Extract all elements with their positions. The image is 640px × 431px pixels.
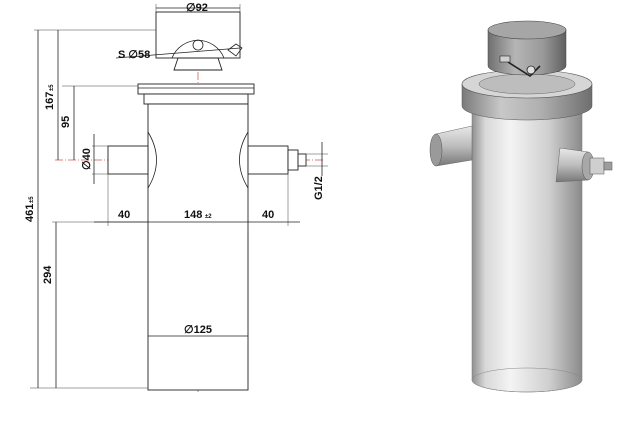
- breather-valve-icon: [499, 55, 541, 78]
- dim-sphere: S ∅58: [118, 49, 150, 61]
- sphere-pin: [192, 39, 204, 51]
- collar: [137, 83, 255, 95]
- technical-drawing: ∅92 S ∅58 461 ±5 167 ±5 95 ∅40 294: [24, 2, 328, 392]
- neck: [173, 57, 223, 71]
- dim-port-diameter: ∅40: [81, 148, 93, 170]
- right-fitting-tip: [297, 153, 307, 167]
- dim-95: 95: [60, 116, 72, 128]
- dim-width-right: 40: [262, 209, 274, 221]
- main-body: [147, 103, 249, 391]
- left-boss: [147, 131, 157, 189]
- dim-167-tol: ±5: [49, 84, 55, 91]
- right-port: [247, 145, 289, 175]
- right-fitting: [287, 149, 299, 171]
- collar-lower: [143, 93, 249, 105]
- dim-thread: G1/2: [313, 176, 325, 200]
- cylinder-3d-render: [429, 20, 613, 393]
- dim-width-mid-tol: ±2: [205, 214, 212, 220]
- render-body-bottom: [471, 367, 583, 393]
- left-port: [107, 145, 149, 175]
- dim-sphere-leader: [115, 47, 241, 59]
- dim-461: 461: [24, 204, 36, 222]
- dim-461-tol: ±5: [29, 196, 35, 203]
- dim-167: 167: [44, 92, 56, 110]
- dim-294: 294: [42, 265, 54, 284]
- render-right-fitting: [589, 157, 605, 175]
- dim-width-left: 40: [118, 209, 130, 221]
- render-collar-inner: [478, 73, 576, 95]
- dim-top-diameter: ∅92: [186, 2, 208, 14]
- right-boss: [239, 131, 249, 189]
- render-cap-top: [487, 20, 567, 40]
- render-right-fitting-tip: [603, 161, 613, 171]
- dim-width-mid: 148: [184, 209, 202, 221]
- breather-fitting: [227, 43, 243, 57]
- dim-body-diameter: ∅125: [184, 324, 212, 336]
- render-left-port-face: [429, 133, 443, 167]
